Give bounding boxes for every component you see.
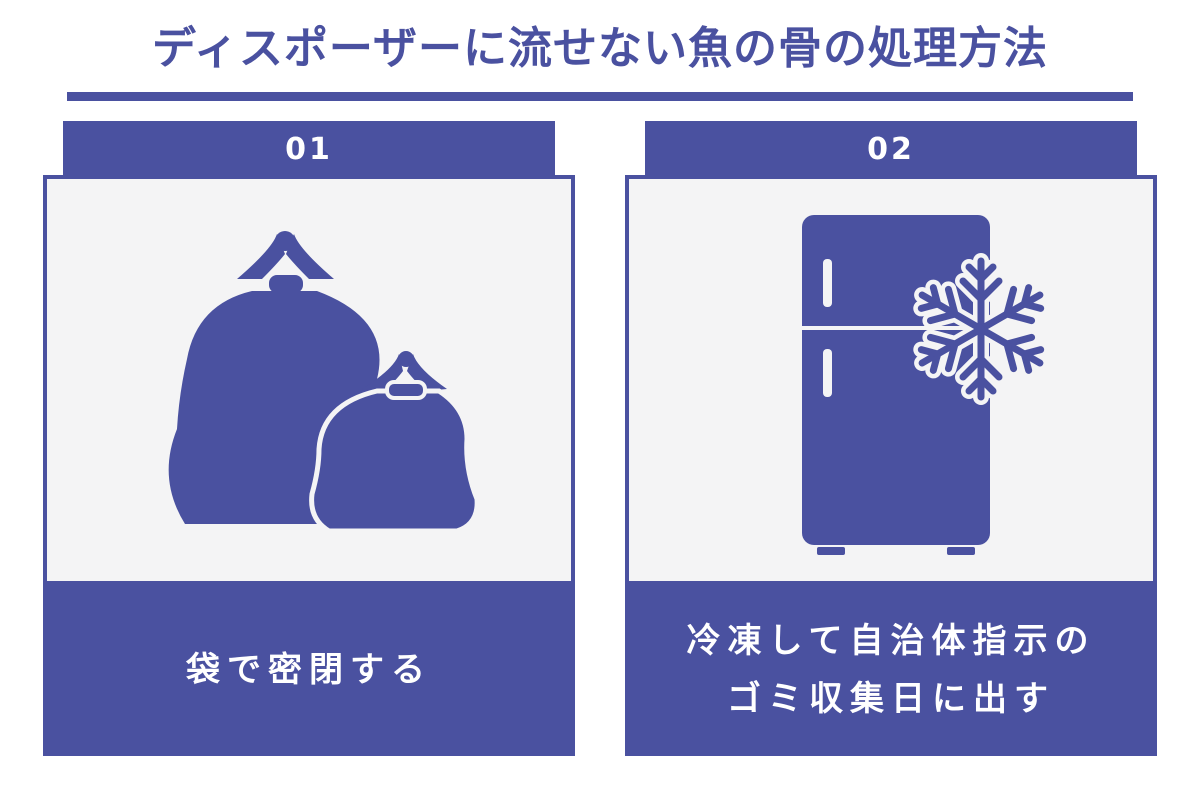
garbage-bags-icon: [168, 231, 480, 534]
card-caption: 冷凍して自治体指示の ゴミ収集日に出す: [627, 585, 1155, 754]
method-card-02: 02: [625, 121, 1157, 756]
freezer-snowflake-icon: [802, 215, 1153, 555]
caption-line: ゴミ収集日に出す: [726, 678, 1055, 719]
card-caption: 袋で密閉する: [45, 585, 573, 754]
illustration-area: [47, 179, 571, 581]
card-number-tab: 02: [645, 121, 1137, 177]
method-card-01: 01: [43, 121, 575, 756]
card-panel: 袋で密閉する: [43, 175, 575, 756]
title-underline: [67, 92, 1133, 101]
card-panel: 冷凍して自治体指示の ゴミ収集日に出す: [625, 175, 1157, 756]
caption-line: 冷凍して自治体指示の: [686, 620, 1096, 661]
illustration-area: [629, 179, 1153, 581]
card-number-tab: 01: [63, 121, 555, 177]
page-title: ディスポーザーに流せない魚の骨の処理方法: [151, 23, 1049, 74]
caption-line: 袋で密閉する: [186, 649, 432, 690]
